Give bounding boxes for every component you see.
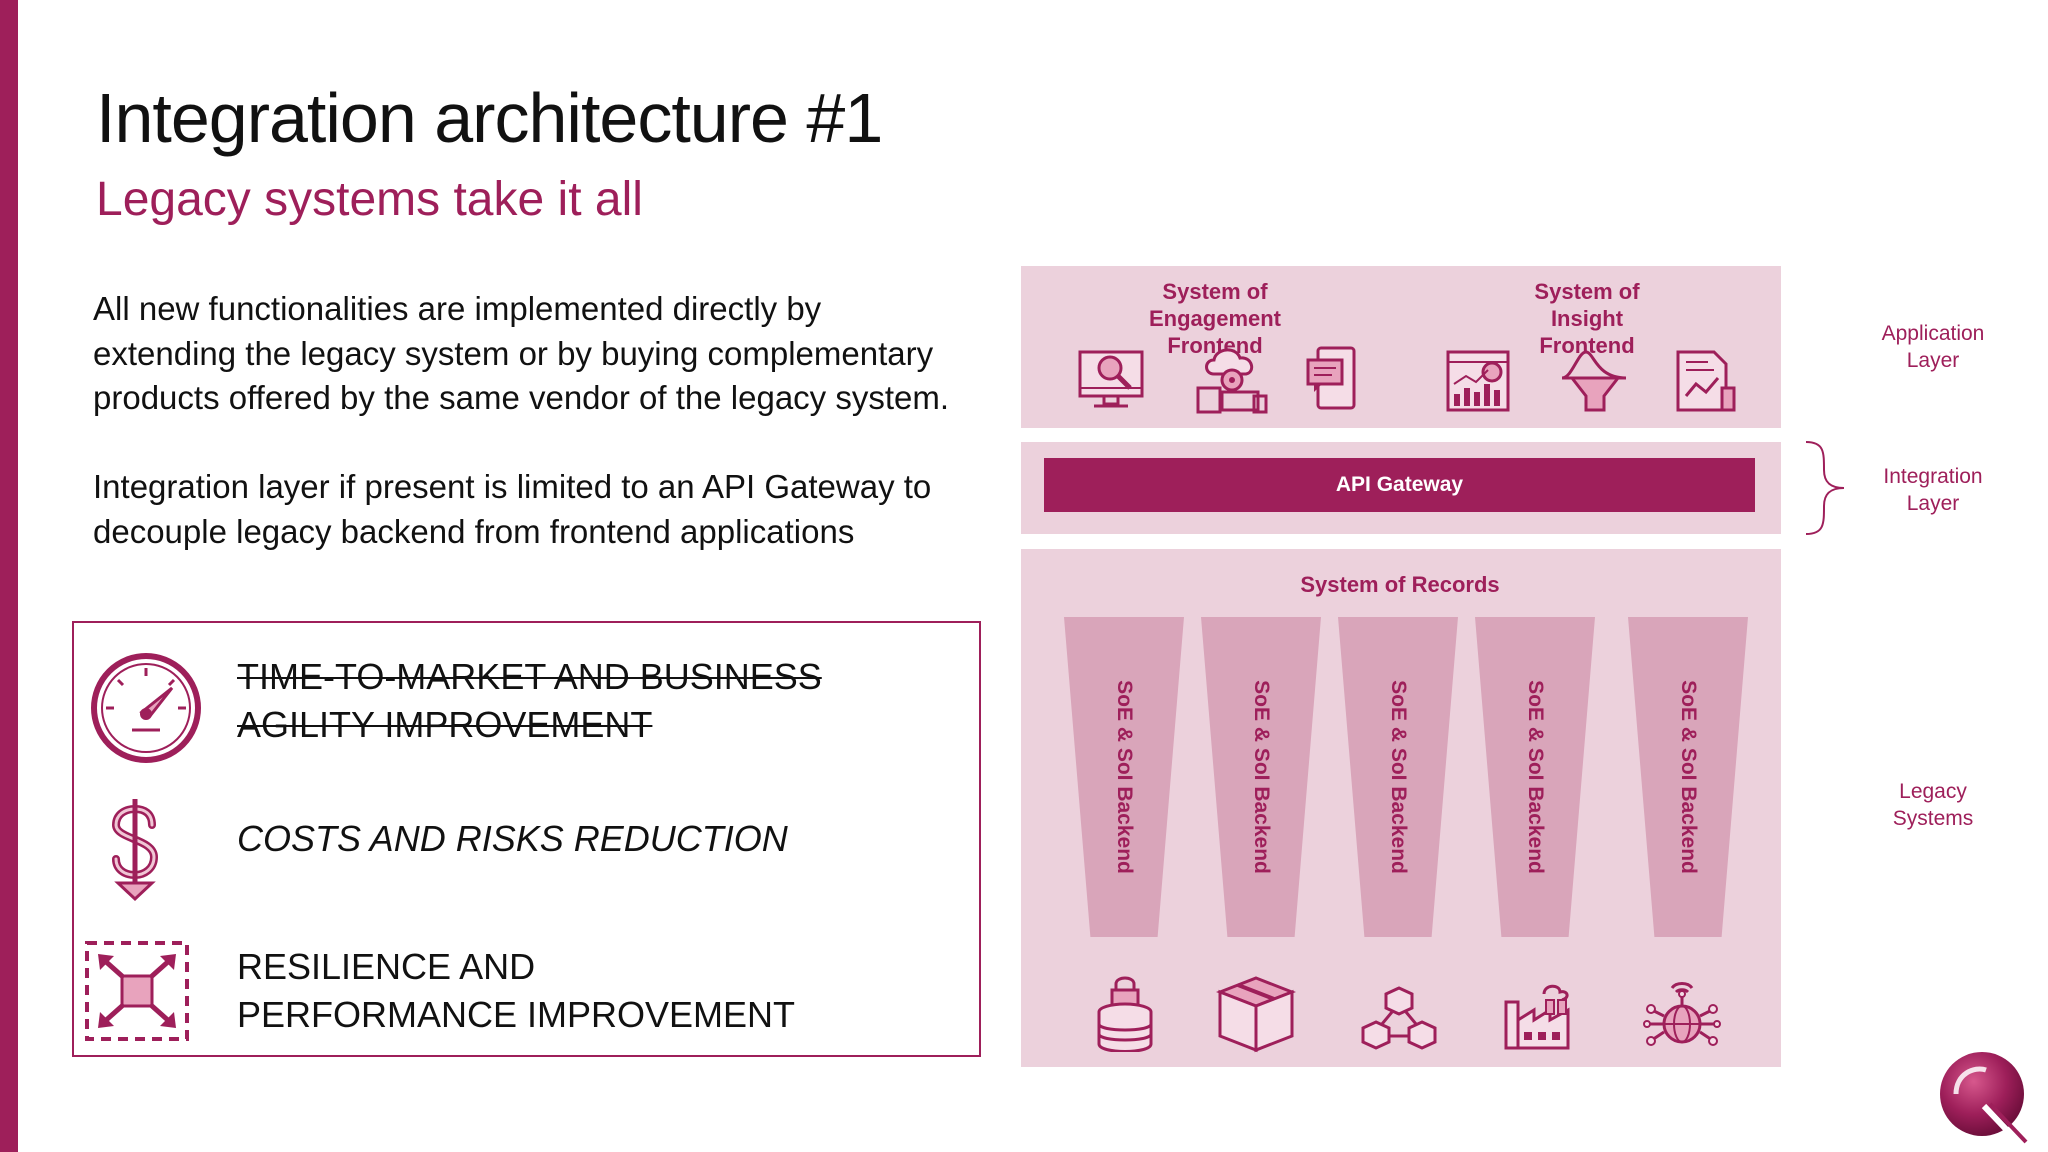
data-funnel-icon xyxy=(1561,350,1627,412)
soi-frontend-title: System of Insight Frontend xyxy=(1457,278,1717,359)
benefit-text: TIME-TO-MARKET AND BUSINESS AGILITY IMPR… xyxy=(237,656,822,745)
package-box-icon xyxy=(1216,976,1296,1053)
backend-label-text: SoE & SoI Backend xyxy=(1387,680,1410,874)
backend-label-text: SoE & SoI Backend xyxy=(1250,680,1273,874)
backend-label: SoE & SoI Backend xyxy=(1383,677,1413,877)
tablet-chat-icon xyxy=(1306,346,1356,410)
layer-label-text: Application Layer xyxy=(1881,322,1985,372)
company-logo xyxy=(1940,1052,2028,1147)
backend-label-text: SoE & SoI Backend xyxy=(1524,680,1547,874)
backend-label: SoE & SoI Backend xyxy=(1673,677,1703,877)
benefit-text: RESILIENCE AND PERFORMANCE IMPROVEMENT xyxy=(237,946,796,1035)
factory-icon xyxy=(1504,984,1570,1050)
globe-network-icon xyxy=(1643,982,1721,1046)
monitor-search-icon xyxy=(1078,350,1144,408)
soe-frontend-title: System of Engagement Frontend xyxy=(1085,278,1345,359)
cloud-gear-devices-icon xyxy=(1196,348,1268,414)
benefit-time-to-market: TIME-TO-MARKET AND BUSINESS AGILITY IMPR… xyxy=(237,653,897,749)
system-of-records-title: System of Records xyxy=(1300,572,1500,597)
benefit-resilience: RESILIENCE AND PERFORMANCE IMPROVEMENT xyxy=(237,943,797,1039)
application-layer-label: Application Layer xyxy=(1853,320,2013,374)
layer-label-text: Integration Layer xyxy=(1883,465,1983,515)
integration-brace xyxy=(1805,441,1845,535)
benefit-costs-risks: COSTS AND RISKS REDUCTION xyxy=(237,818,788,859)
dashboard-analytics-icon xyxy=(1446,350,1510,412)
benefits-box xyxy=(72,621,981,1057)
soe-title-text: System of Engagement Frontend xyxy=(1148,279,1282,358)
page-title: Integration architecture #1 xyxy=(96,79,883,157)
integration-layer-label: Integration Layer xyxy=(1853,463,2013,517)
backend-label: SoE & SoI Backend xyxy=(1246,677,1276,877)
expand-arrows-icon xyxy=(85,941,189,1041)
api-gateway-bar: API Gateway xyxy=(1044,458,1755,512)
description-paragraph-1: All new functionalities are implemented … xyxy=(93,290,950,416)
backend-label-text: SoE & SoI Backend xyxy=(1677,680,1700,874)
application-layer-panel xyxy=(1021,266,1781,428)
soi-title-text: System of Insight Frontend xyxy=(1534,279,1640,358)
layer-label-text: Legacy Systems xyxy=(1892,780,1974,830)
accent-bar xyxy=(0,0,18,1152)
backend-label-text: SoE & SoI Backend xyxy=(1113,680,1136,874)
dollar-down-icon xyxy=(111,799,159,902)
backend-label: SoE & SoI Backend xyxy=(1520,677,1550,877)
speedometer-icon xyxy=(91,653,201,763)
page-subtitle: Legacy systems take it all xyxy=(96,173,643,226)
backend-label: SoE & SoI Backend xyxy=(1109,677,1139,877)
cubes-network-icon xyxy=(1361,986,1437,1050)
database-lock-icon xyxy=(1097,976,1153,1052)
description-paragraph-2: Integration layer if present is limited … xyxy=(93,468,932,550)
legacy-systems-label: Legacy Systems xyxy=(1853,778,2013,832)
report-document-icon xyxy=(1676,350,1736,412)
